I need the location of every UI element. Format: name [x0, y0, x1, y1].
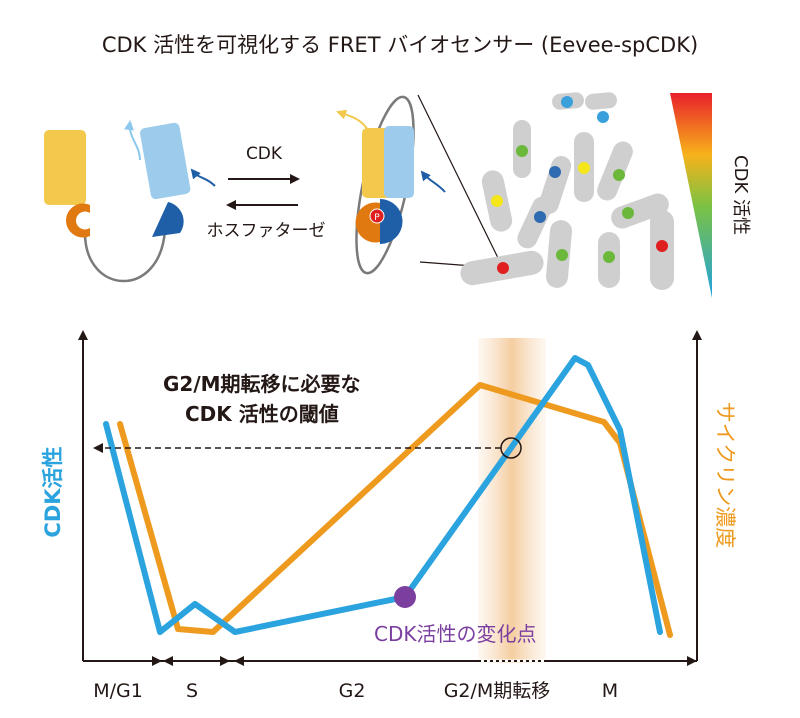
threshold-label: G2/M期転移に必要な CDK 活性の閾値	[163, 372, 368, 426]
cell-nucleus	[656, 240, 668, 252]
phase-label-mg1: M/G1	[93, 680, 143, 702]
right-axis-label: サイクリン濃度	[713, 402, 737, 549]
orange-binding-domain	[66, 203, 90, 238]
cell-nucleus	[497, 262, 509, 274]
excitation-arrow-icon	[420, 170, 446, 193]
cell-nucleus	[603, 251, 615, 263]
navy-binding-domain	[152, 202, 184, 237]
cell-nucleus	[622, 207, 634, 219]
cell	[517, 196, 553, 249]
phase-label-m: M	[602, 680, 618, 702]
yellow-fluorescent-protein	[44, 130, 86, 205]
emission-arrow-icon	[124, 120, 141, 161]
cell-nucleus	[556, 249, 568, 261]
cell-nucleus	[534, 211, 546, 223]
threshold-crossing-marker	[500, 437, 522, 459]
cell-nucleus	[578, 162, 590, 174]
threshold-label-line1: G2/M期転移に必要な	[163, 372, 361, 396]
blue-fluorescent-protein	[384, 126, 414, 198]
cell-nucleus	[516, 145, 528, 157]
left-axis-label: CDK活性	[41, 446, 65, 537]
phase-label-g2: G2	[339, 680, 366, 702]
cell-nucleus	[613, 169, 625, 181]
figure-title: CDK 活性を可視化する FRET バイオセンサー (Eevee-spCDK)	[102, 33, 698, 57]
change-point-label: CDK活性の変化点	[374, 622, 536, 646]
cdk-label: CDK	[246, 144, 283, 164]
cell-nucleus	[491, 195, 503, 207]
phase-label-s: S	[186, 680, 198, 702]
excitation-arrow-icon	[190, 168, 216, 187]
reaction-arrows: CDK ホスファターゼ	[207, 144, 326, 241]
navy-binding-domain	[380, 199, 403, 244]
biosensor-open-state	[44, 120, 216, 283]
phosphatase-label: ホスファターゼ	[207, 221, 326, 241]
cell-nucleus	[597, 111, 609, 123]
biosensor-closed-state: P	[336, 94, 501, 275]
cell-nucleus	[561, 96, 573, 108]
cell-nucleus	[549, 166, 561, 178]
cdk-activity-scale: CDK 活性	[670, 93, 751, 298]
emission-arrow-icon	[336, 109, 369, 131]
phospho-label: P	[374, 213, 380, 223]
cell-cycle-graph: G2/M期転移に必要な CDK 活性の閾値 CDK活性の変化点 CDK活性 サイ…	[41, 330, 737, 702]
threshold-label-line2: CDK 活性の閾値	[185, 402, 339, 426]
cdk-activity-line	[103, 355, 663, 635]
cell	[585, 92, 617, 110]
cdk-activity-scale-label: CDK 活性	[730, 155, 751, 235]
blue-fluorescent-protein	[140, 122, 191, 200]
cell	[611, 193, 669, 229]
cdk-change-point	[394, 586, 416, 608]
phase-label-g2m: G2/M期転移	[444, 680, 551, 702]
phospho-site-icon	[369, 208, 385, 224]
cell-population	[419, 92, 674, 290]
